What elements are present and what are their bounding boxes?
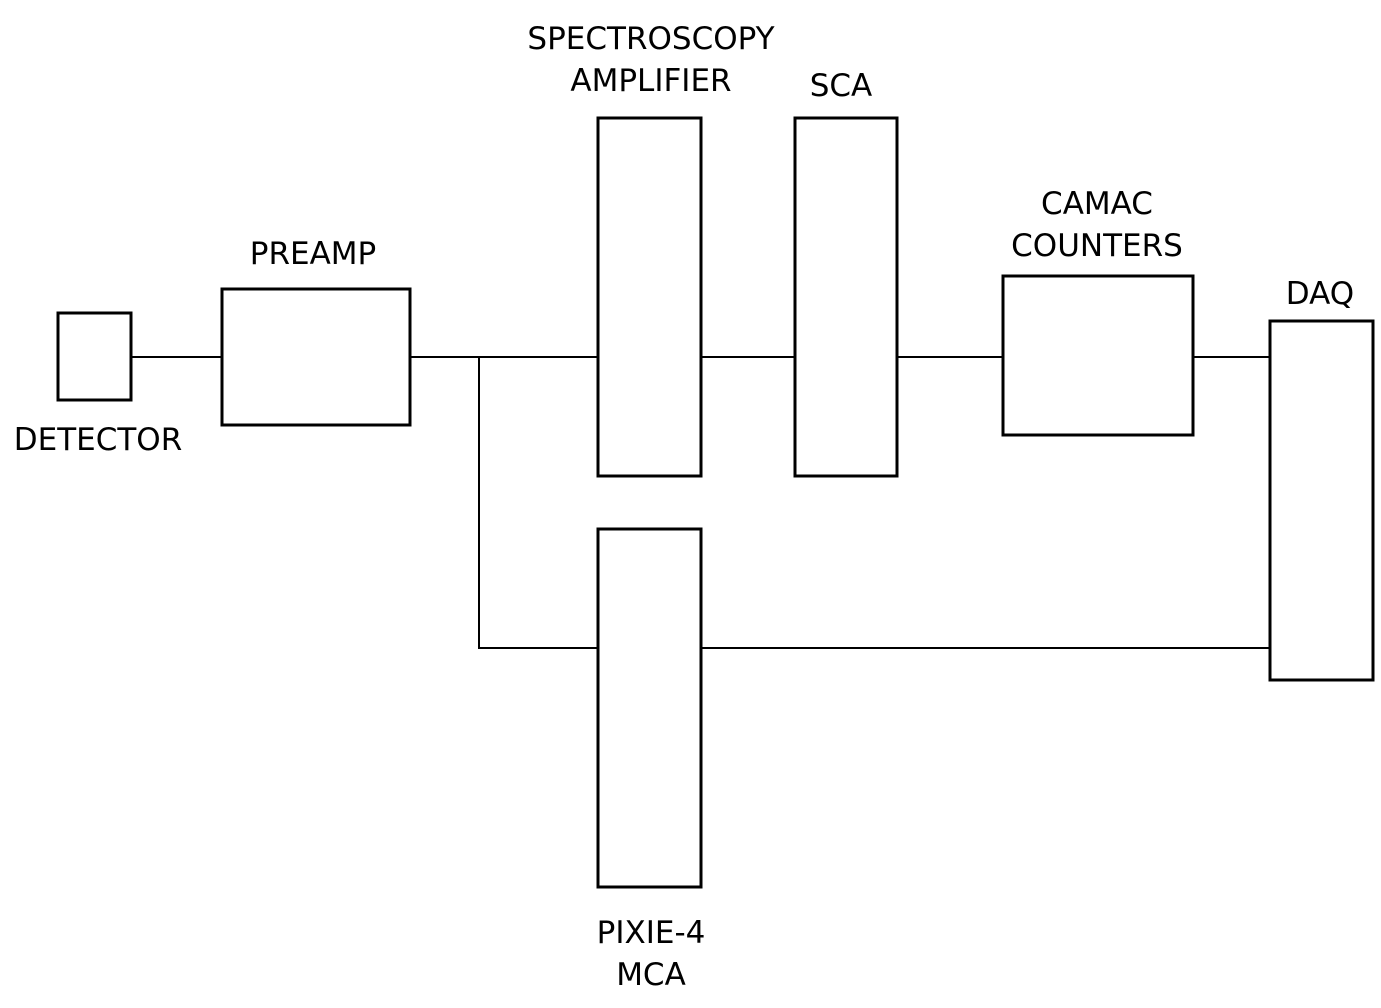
- detector-block: [56, 311, 133, 402]
- daq-block: [1268, 319, 1375, 682]
- daq-label: DAQ: [1286, 276, 1354, 312]
- camac-counters-block: [1001, 274, 1195, 437]
- spectroscopy-amplifier-block: [596, 116, 703, 478]
- spectroscopy-amplifier-label-line1: SPECTROSCOPY: [527, 21, 774, 57]
- pixie4-mca-label-line2: MCA: [616, 957, 686, 993]
- spectroscopy-amplifier-label-line2: AMPLIFIER: [570, 63, 731, 99]
- preamp-block: [220, 287, 412, 427]
- detector-label: DETECTOR: [14, 422, 183, 458]
- camac-counters-label-line1: CAMAC: [1041, 186, 1153, 222]
- pixie4-mca-label-line1: PIXIE-4: [597, 915, 706, 951]
- wire-preamp-branch-to-mca: [478, 357, 598, 649]
- pixie4-mca-block: [596, 527, 703, 889]
- sca-block: [793, 116, 899, 478]
- preamp-label: PREAMP: [250, 236, 376, 272]
- camac-counters-label-line2: COUNTERS: [1011, 228, 1183, 264]
- sca-label: SCA: [810, 68, 873, 104]
